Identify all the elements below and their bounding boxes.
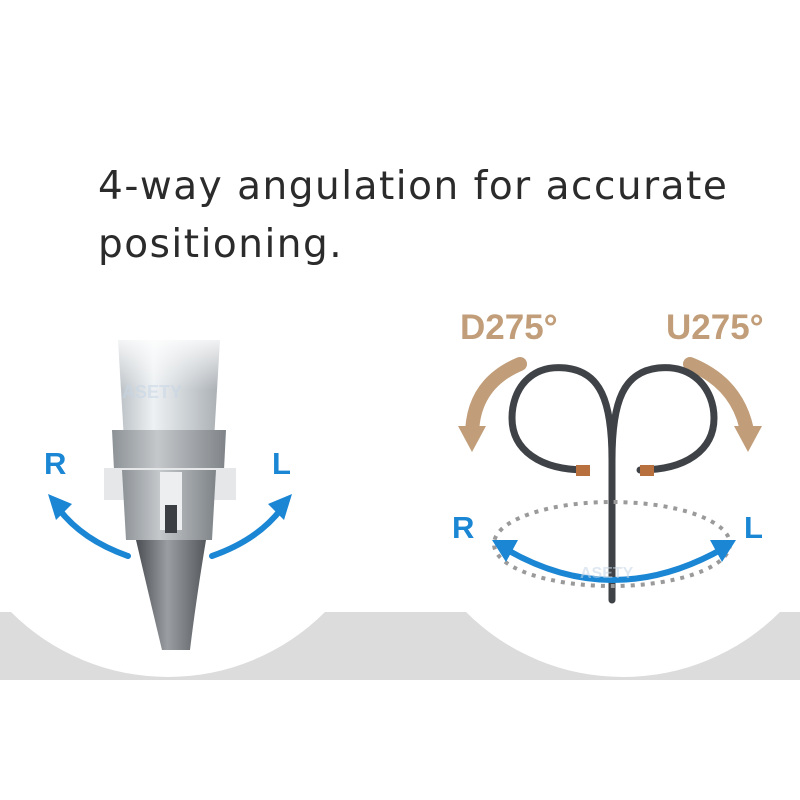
label-down-angle: D275° (460, 308, 558, 347)
left-label-left: L (272, 446, 291, 481)
right-rotation-arrow (492, 540, 736, 583)
right-label-right: R (452, 510, 475, 545)
headline-line-2: positioning. (98, 222, 344, 267)
watermark-right: ASETY (580, 565, 634, 582)
endoscope-handle-image (104, 330, 236, 650)
bend-arrows (458, 357, 762, 452)
left-label-right: R (44, 446, 67, 481)
left-rotation-arrows (48, 494, 292, 559)
headline-line-1: 4-way angulation for accurate (98, 164, 729, 209)
right-label-left: L (744, 510, 763, 545)
headline: 4-way angulation for accurate positionin… (98, 158, 778, 274)
watermark-left: ASETY (122, 382, 182, 402)
label-up-angle: U275° (666, 308, 764, 347)
